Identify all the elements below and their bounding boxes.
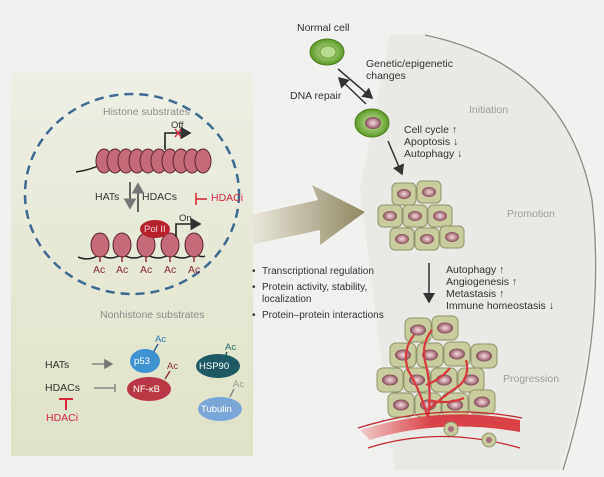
p53-ac-label: Ac	[155, 334, 167, 345]
stage-initiation: Initiation	[469, 104, 509, 116]
dna-repair-label: DNA repair	[290, 90, 342, 102]
hdaci-inhibition-symbol	[195, 193, 207, 205]
hsp90-protein	[196, 354, 240, 378]
condensed-chromatin	[75, 126, 212, 174]
pol-ii-label: Pol II	[144, 224, 166, 235]
nfkb-label: NF-κB	[133, 384, 160, 395]
hsp90-label: HSP90	[199, 361, 230, 372]
tubulin-ac-label: Ac	[233, 379, 245, 390]
hsp90-ac-label: Ac	[225, 342, 237, 353]
tumor-vessels	[404, 329, 469, 419]
p53-protein	[130, 349, 160, 373]
ac-label: Ac	[188, 264, 201, 276]
nfkb-protein	[127, 377, 171, 401]
on-label: On	[179, 213, 192, 224]
stage-arc-line	[424, 34, 597, 471]
hdac-function-list: Transcriptional regulation Protein activ…	[252, 266, 422, 326]
effect-item: Cell cycle ↑	[404, 124, 458, 136]
effect-item: Immune homeostasis ↓	[446, 300, 554, 312]
bullet-item: Transcriptional regulation	[252, 266, 422, 278]
histone-substrates-title: Histone substrates	[103, 106, 190, 118]
promotion-effects: Autophagy ↑ Angiogenesis ↑ Metastasis ↑ …	[446, 264, 554, 312]
tubulin-label: Tubulin	[201, 404, 232, 415]
tubulin-protein	[198, 397, 242, 421]
hdaci-tee-symbol	[59, 398, 73, 410]
effect-item: Autophagy ↑	[446, 264, 505, 276]
nonhistone-substrates-title: Nonhistone substrates	[100, 309, 205, 321]
normal-cell-label: Normal cell	[297, 22, 350, 34]
p53-label: p53	[134, 356, 150, 367]
nonhistone-hats-label: HATs	[45, 359, 70, 371]
bullet-item: Protein activity, stability, localizatio…	[252, 282, 382, 306]
ac-label: Ac	[164, 264, 177, 276]
nonhistone-hdaci-label: HDACi	[46, 412, 79, 424]
off-label: Off	[171, 120, 184, 131]
stage-promotion: Promotion	[507, 208, 555, 220]
bullet-item: Protein–protein interactions	[252, 310, 422, 322]
genetic-changes-label: Genetic/epigenetic changes	[366, 58, 453, 82]
pol-ii-blob	[140, 220, 170, 238]
hdacs-label: HDACs	[142, 191, 178, 203]
hdaci-label: HDACi	[211, 192, 244, 204]
big-arrow	[250, 185, 365, 245]
stage-progression: Progression	[503, 373, 560, 385]
hats-label: HATs	[95, 191, 120, 203]
open-chromatin	[77, 217, 206, 262]
nfkb-ac-label: Ac	[167, 361, 179, 372]
blood-vessel	[357, 411, 523, 449]
histone-dashed-circle	[23, 92, 241, 296]
effect-item: Metastasis ↑	[446, 288, 505, 300]
hdacs-inhibit-arrow	[94, 384, 116, 392]
effect-item: Autophagy ↓	[404, 148, 463, 160]
ac-label: Ac	[140, 264, 153, 276]
effect-item: Angiogenesis ↑	[446, 276, 518, 288]
effect-item: Apoptosis ↓	[404, 136, 459, 148]
ac-label: Ac	[93, 264, 106, 276]
initiation-effects: Cell cycle ↑ Apoptosis ↓ Autophagy ↓	[404, 124, 462, 160]
ac-label: Ac	[116, 264, 129, 276]
nonhistone-hdacs-label: HDACs	[45, 382, 81, 394]
